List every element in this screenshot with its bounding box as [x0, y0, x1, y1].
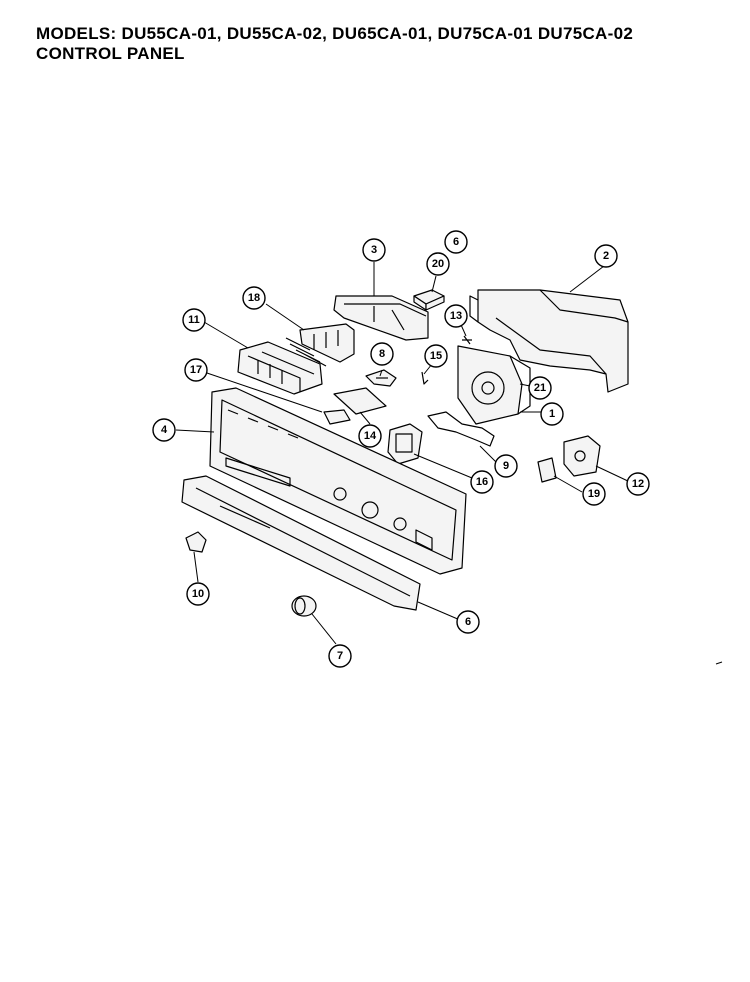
part-connector-19 [537, 457, 557, 483]
callout-11: 11 [182, 308, 206, 332]
svg-text:9: 9 [503, 460, 509, 472]
part-clip-8 [365, 369, 397, 387]
part-20 [413, 289, 445, 311]
part-relay-12 [563, 435, 601, 477]
callout-1: 1 [540, 402, 564, 426]
callout-7: 7 [328, 644, 352, 668]
part-15 [421, 371, 429, 385]
svg-text:16: 16 [476, 476, 488, 488]
part-switch-housing [237, 341, 323, 395]
callout-3: 3 [362, 238, 386, 262]
svg-text:6: 6 [465, 616, 471, 628]
svg-text:21: 21 [534, 382, 546, 394]
leader-lines [175, 241, 631, 645]
callout-2: 2 [594, 244, 618, 268]
svg-text:14: 14 [364, 430, 377, 442]
part-timer-assembly [457, 345, 531, 425]
svg-text:8: 8 [379, 348, 385, 360]
callout-4: 4 [152, 418, 176, 442]
callout-21: 21 [528, 376, 552, 400]
diagram-header: MODELS: DU55CA-01, DU55CA-02, DU65CA-01,… [36, 24, 736, 64]
callout-8: 8 [370, 342, 394, 366]
svg-text:7: 7 [337, 650, 343, 662]
part-control-panel [209, 387, 467, 575]
part-module-16 [387, 423, 423, 465]
svg-text:6: 6 [453, 236, 459, 248]
svg-text:12: 12 [632, 478, 644, 490]
callout-16: 16 [470, 470, 494, 494]
callout-14: 14 [358, 424, 382, 448]
part-harness-9 [427, 411, 495, 447]
svg-text:18: 18 [248, 292, 260, 304]
models-line: MODELS: DU55CA-01, DU55CA-02, DU65CA-01,… [36, 24, 634, 43]
part-screw-13 [462, 335, 472, 345]
callout-19: 19 [582, 482, 606, 506]
part-bracket-3 [333, 295, 429, 341]
edge-mark [715, 661, 723, 665]
callout-18: 18 [242, 286, 266, 310]
part-rear-cover [469, 289, 629, 393]
svg-text:3: 3 [371, 244, 377, 256]
callout-13: 13 [444, 304, 468, 328]
callout-20: 20 [426, 252, 450, 276]
callout-15: 15 [424, 344, 448, 368]
callout-10: 10 [186, 582, 210, 606]
part-switch-bank [285, 323, 355, 367]
svg-text:1: 1 [549, 408, 555, 420]
svg-text:13: 13 [450, 310, 462, 322]
callout-6-top: 6 [444, 230, 468, 254]
svg-text:17: 17 [190, 364, 202, 376]
svg-text:10: 10 [192, 588, 204, 600]
callout-6-bottom: 6 [456, 610, 480, 634]
part-knob-7 [291, 595, 317, 617]
svg-text:11: 11 [188, 314, 200, 326]
svg-text:15: 15 [430, 350, 442, 362]
part-clip-10 [185, 531, 207, 553]
svg-text:2: 2 [603, 250, 609, 262]
svg-text:19: 19 [588, 488, 600, 500]
svg-text:20: 20 [432, 258, 444, 270]
callout-17: 17 [184, 358, 208, 382]
part-plate-14 [333, 387, 387, 415]
part-17 [323, 409, 351, 425]
callout-9: 9 [494, 454, 518, 478]
callout-12: 12 [626, 472, 650, 496]
svg-text:4: 4 [161, 424, 168, 436]
section-title: CONTROL PANEL [36, 44, 185, 63]
part-lower-panel [181, 475, 421, 611]
